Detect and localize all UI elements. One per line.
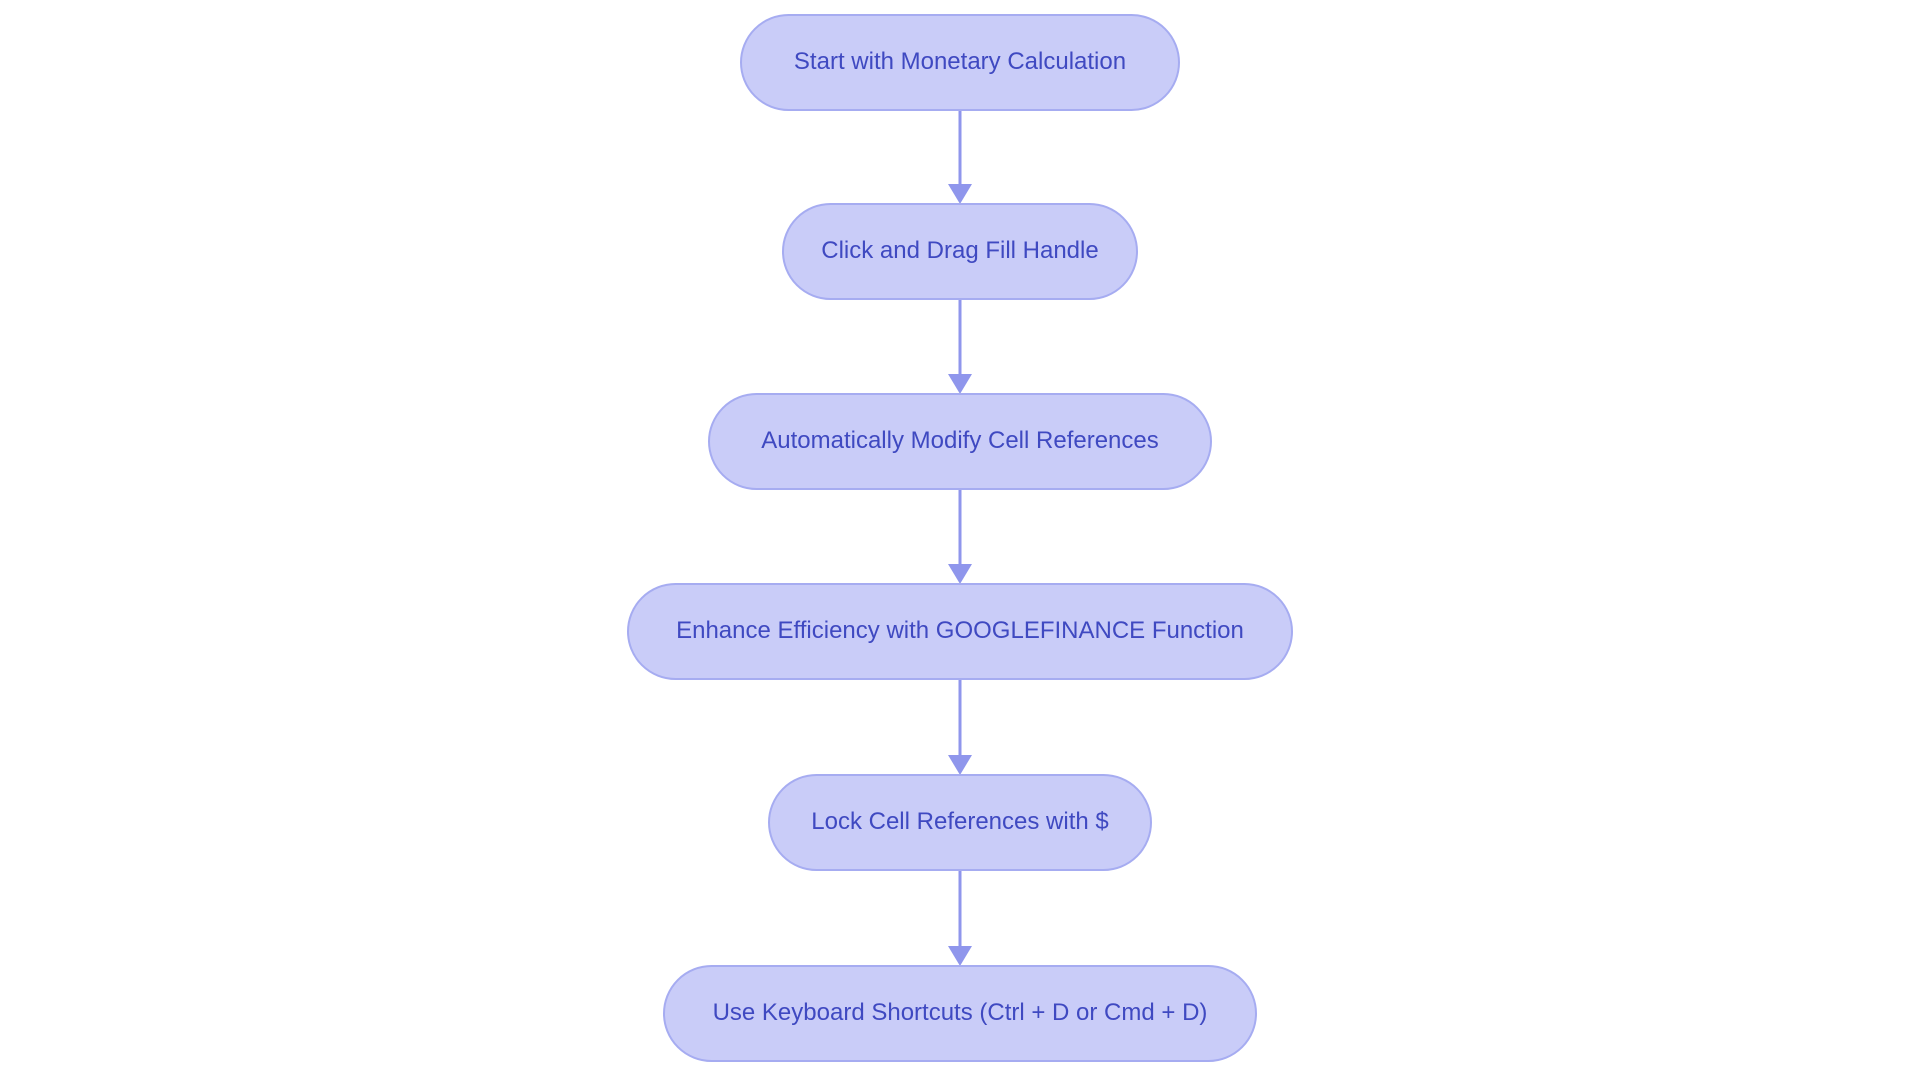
arrow-head-down-icon [948,184,972,204]
arrow-shaft [958,300,962,377]
flow-node-start-monetary-calculation: Start with Monetary Calculation [740,14,1180,111]
flow-node-label: Enhance Efficiency with GOOGLEFINANCE Fu… [676,617,1244,645]
flow-node-click-drag-fill-handle: Click and Drag Fill Handle [782,203,1138,300]
flow-node-lock-cell-references: Lock Cell References with $ [768,774,1152,871]
flow-node-label: Click and Drag Fill Handle [821,237,1099,265]
flow-arrow-1-2 [948,111,972,204]
flow-arrow-5-6 [948,871,972,966]
flow-node-label: Start with Monetary Calculation [793,48,1127,76]
arrow-shaft [958,871,962,949]
arrow-shaft [958,680,962,758]
flow-node-label: Use Keyboard Shortcuts (Ctrl + D or Cmd … [712,999,1208,1027]
arrow-head-down-icon [948,564,972,584]
flow-node-use-keyboard-shortcuts: Use Keyboard Shortcuts (Ctrl + D or Cmd … [663,965,1257,1062]
flow-node-label: Automatically Modify Cell References [761,427,1159,455]
arrow-shaft [958,111,962,187]
arrow-head-down-icon [948,755,972,775]
flow-arrow-4-5 [948,680,972,775]
flow-node-enhance-efficiency-googlefinance: Enhance Efficiency with GOOGLEFINANCE Fu… [627,583,1293,680]
flow-node-automatically-modify-cell-references: Automatically Modify Cell References [708,393,1212,490]
arrow-head-down-icon [948,946,972,966]
flow-node-label: Lock Cell References with $ [811,808,1109,836]
arrow-shaft [958,490,962,567]
arrow-head-down-icon [948,374,972,394]
flow-arrow-3-4 [948,490,972,584]
flow-arrow-2-3 [948,300,972,394]
